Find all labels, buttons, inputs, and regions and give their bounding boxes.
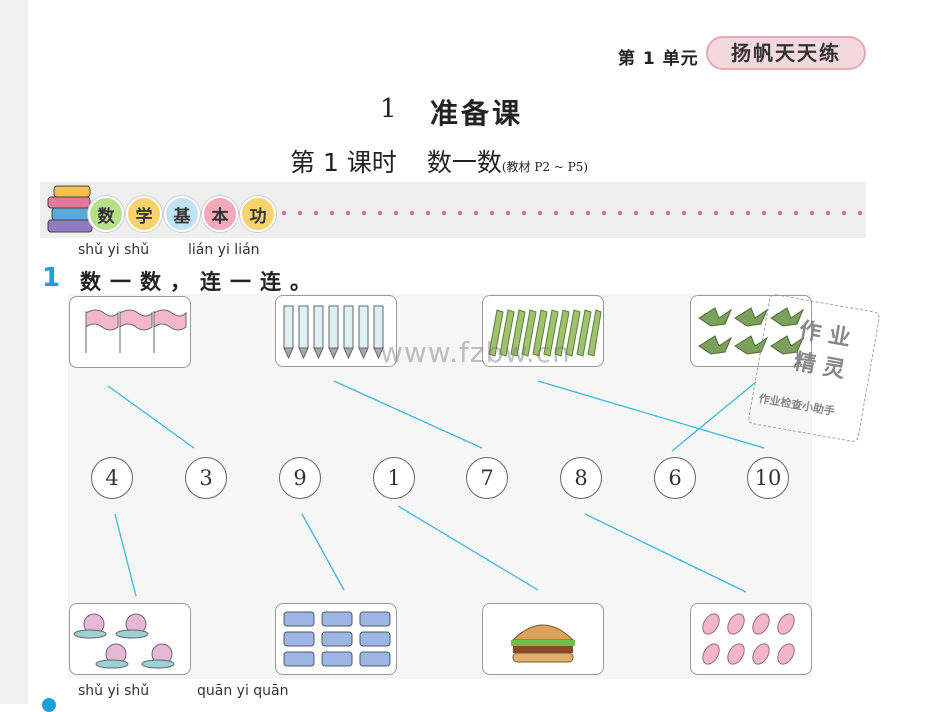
candy-icon xyxy=(702,613,795,665)
pinyin-lian-yi-lian: lián yi lián xyxy=(188,242,260,258)
page-edge xyxy=(0,0,28,704)
number-circle[interactable]: 7 xyxy=(466,457,508,499)
candies-picture xyxy=(690,603,812,675)
link-line xyxy=(397,505,539,591)
next-question-marker xyxy=(42,698,56,712)
unit-badge: 扬帆天天练 xyxy=(706,36,866,70)
bird-icon xyxy=(698,307,805,355)
question-text: 数一数，连一连。 xyxy=(80,270,320,294)
books-icon xyxy=(47,185,93,233)
pens-picture xyxy=(275,295,397,367)
link-line xyxy=(584,513,747,593)
period-title: 第 1 课时数一数(教材 P2 ~ P5) xyxy=(290,143,588,179)
link-line xyxy=(671,381,757,452)
snails-picture xyxy=(69,603,191,675)
hamburger-icon xyxy=(511,624,575,663)
question-number: 1 xyxy=(42,263,61,293)
period-label: 第 1 课时 xyxy=(290,148,397,177)
stamp-line: 作业检查小助手 xyxy=(757,391,836,419)
watermark-url: www.fzbw.cn xyxy=(380,336,571,369)
banner-char: 功 xyxy=(240,196,276,232)
number-circle[interactable]: 4 xyxy=(91,457,133,499)
pinyin-shu-yi-shu-2: shǔ yi shǔ xyxy=(78,683,150,699)
watermark-stamp: 作 业 精 灵 作业检查小助手 xyxy=(747,293,881,443)
banner-char: 本 xyxy=(202,196,238,232)
lesson-title: 准备课 xyxy=(430,97,524,130)
pencil-icon xyxy=(488,309,602,357)
dotted-divider xyxy=(276,210,866,216)
birds-picture xyxy=(690,295,812,367)
number-circle[interactable]: 10 xyxy=(747,457,789,499)
pinyin-shu-yi-shu: shǔ yi shǔ xyxy=(78,242,150,258)
number-circle[interactable]: 6 xyxy=(654,457,696,499)
link-line xyxy=(114,513,137,597)
section-title: 数 学 基 本 功 xyxy=(88,196,276,232)
banner-char: 学 xyxy=(126,196,162,232)
flags-picture xyxy=(69,296,191,368)
lesson-number: 1 xyxy=(380,94,397,124)
number-circle[interactable]: 1 xyxy=(373,457,415,499)
unit-label: 第 1 单元 xyxy=(618,49,699,69)
pen-icon xyxy=(283,305,384,360)
number-circle[interactable]: 9 xyxy=(279,457,321,499)
link-line xyxy=(107,385,195,449)
pencils-picture xyxy=(482,295,604,367)
crayons-picture xyxy=(275,603,397,675)
hamburger-picture xyxy=(482,603,604,675)
flag-icon xyxy=(85,309,187,353)
number-circle[interactable]: 8 xyxy=(560,457,602,499)
link-line xyxy=(333,380,483,449)
snail-icon xyxy=(73,613,175,669)
banner-char: 数 xyxy=(88,196,124,232)
pinyin-quan-yi-quan: quān yi quān xyxy=(197,683,289,699)
textbook-reference: (教材 P2 ~ P5) xyxy=(501,160,589,174)
link-line xyxy=(301,513,345,591)
crayon-icon xyxy=(283,611,391,667)
banner-char: 基 xyxy=(164,196,200,232)
link-line xyxy=(537,380,765,449)
topic-label: 数一数 xyxy=(426,148,502,177)
number-circle[interactable]: 3 xyxy=(185,457,227,499)
